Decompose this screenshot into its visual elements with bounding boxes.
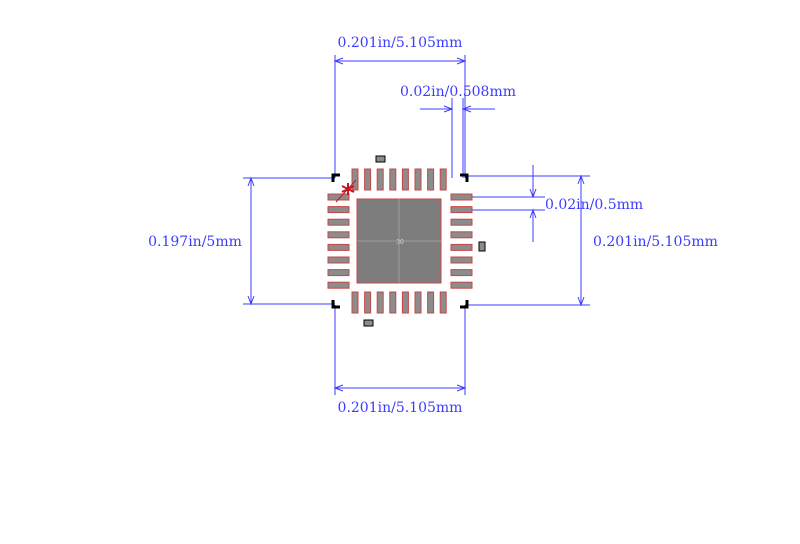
pad-bottom [364, 291, 372, 314]
nearby-components [363, 155, 486, 327]
dim-right-height-label: 0.201in/5.105mm [593, 234, 718, 250]
thermal-pad: 30 [356, 198, 442, 284]
dim-bottom-width-label: 0.201in/5.105mm [338, 400, 463, 416]
dim-top-width-label: 0.201in/5.105mm [338, 35, 463, 51]
pad-bottom [414, 291, 422, 314]
dimension-lines [243, 55, 590, 395]
pad-left [327, 281, 350, 289]
dimension-arrows [247, 57, 585, 392]
pads-left [327, 193, 350, 289]
package-outline [331, 173, 469, 309]
thermal-pad-label: 30 [396, 239, 404, 246]
pad-bottom [389, 291, 397, 314]
pad-top [351, 168, 359, 191]
pad-left [327, 231, 350, 239]
component-top [375, 155, 386, 163]
pad-bottom [439, 291, 447, 314]
pad-right [450, 256, 473, 264]
pad-left [327, 269, 350, 277]
pad-right [450, 281, 473, 289]
pad-left [327, 256, 350, 264]
pads-right [450, 193, 473, 289]
pads-top [351, 168, 447, 191]
dim-pitch-top-label: 0.02in/0.508mm [400, 84, 516, 100]
pad-top [389, 168, 397, 191]
pad-top [439, 168, 447, 191]
pad-right [450, 243, 473, 251]
component-bottom [363, 319, 374, 327]
pad-right [450, 231, 473, 239]
pad-top [414, 168, 422, 191]
pad-bottom [401, 291, 409, 314]
pad-bottom [427, 291, 435, 314]
component-right [478, 241, 486, 252]
pad-top [401, 168, 409, 191]
pad-top [427, 168, 435, 191]
pad-left [327, 206, 350, 214]
pad-bottom [376, 291, 384, 314]
pads-bottom [351, 291, 447, 314]
pad-right [450, 206, 473, 214]
pad-top [376, 168, 384, 191]
dim-left-height-label: 0.197in/5mm [148, 234, 242, 250]
asterisk-icon [335, 179, 357, 203]
dimension-labels: 0.201in/5.105mm 0.02in/0.508mm 0.197in/5… [148, 35, 718, 416]
pad-bottom [351, 291, 359, 314]
pad-left [327, 243, 350, 251]
pad-right [450, 193, 473, 201]
pad-left [327, 218, 350, 226]
pad-top [364, 168, 372, 191]
dim-pitch-right-label: 0.02in/0.5mm [545, 197, 643, 213]
pad-left [327, 193, 350, 201]
pad-right [450, 269, 473, 277]
pad-right [450, 218, 473, 226]
